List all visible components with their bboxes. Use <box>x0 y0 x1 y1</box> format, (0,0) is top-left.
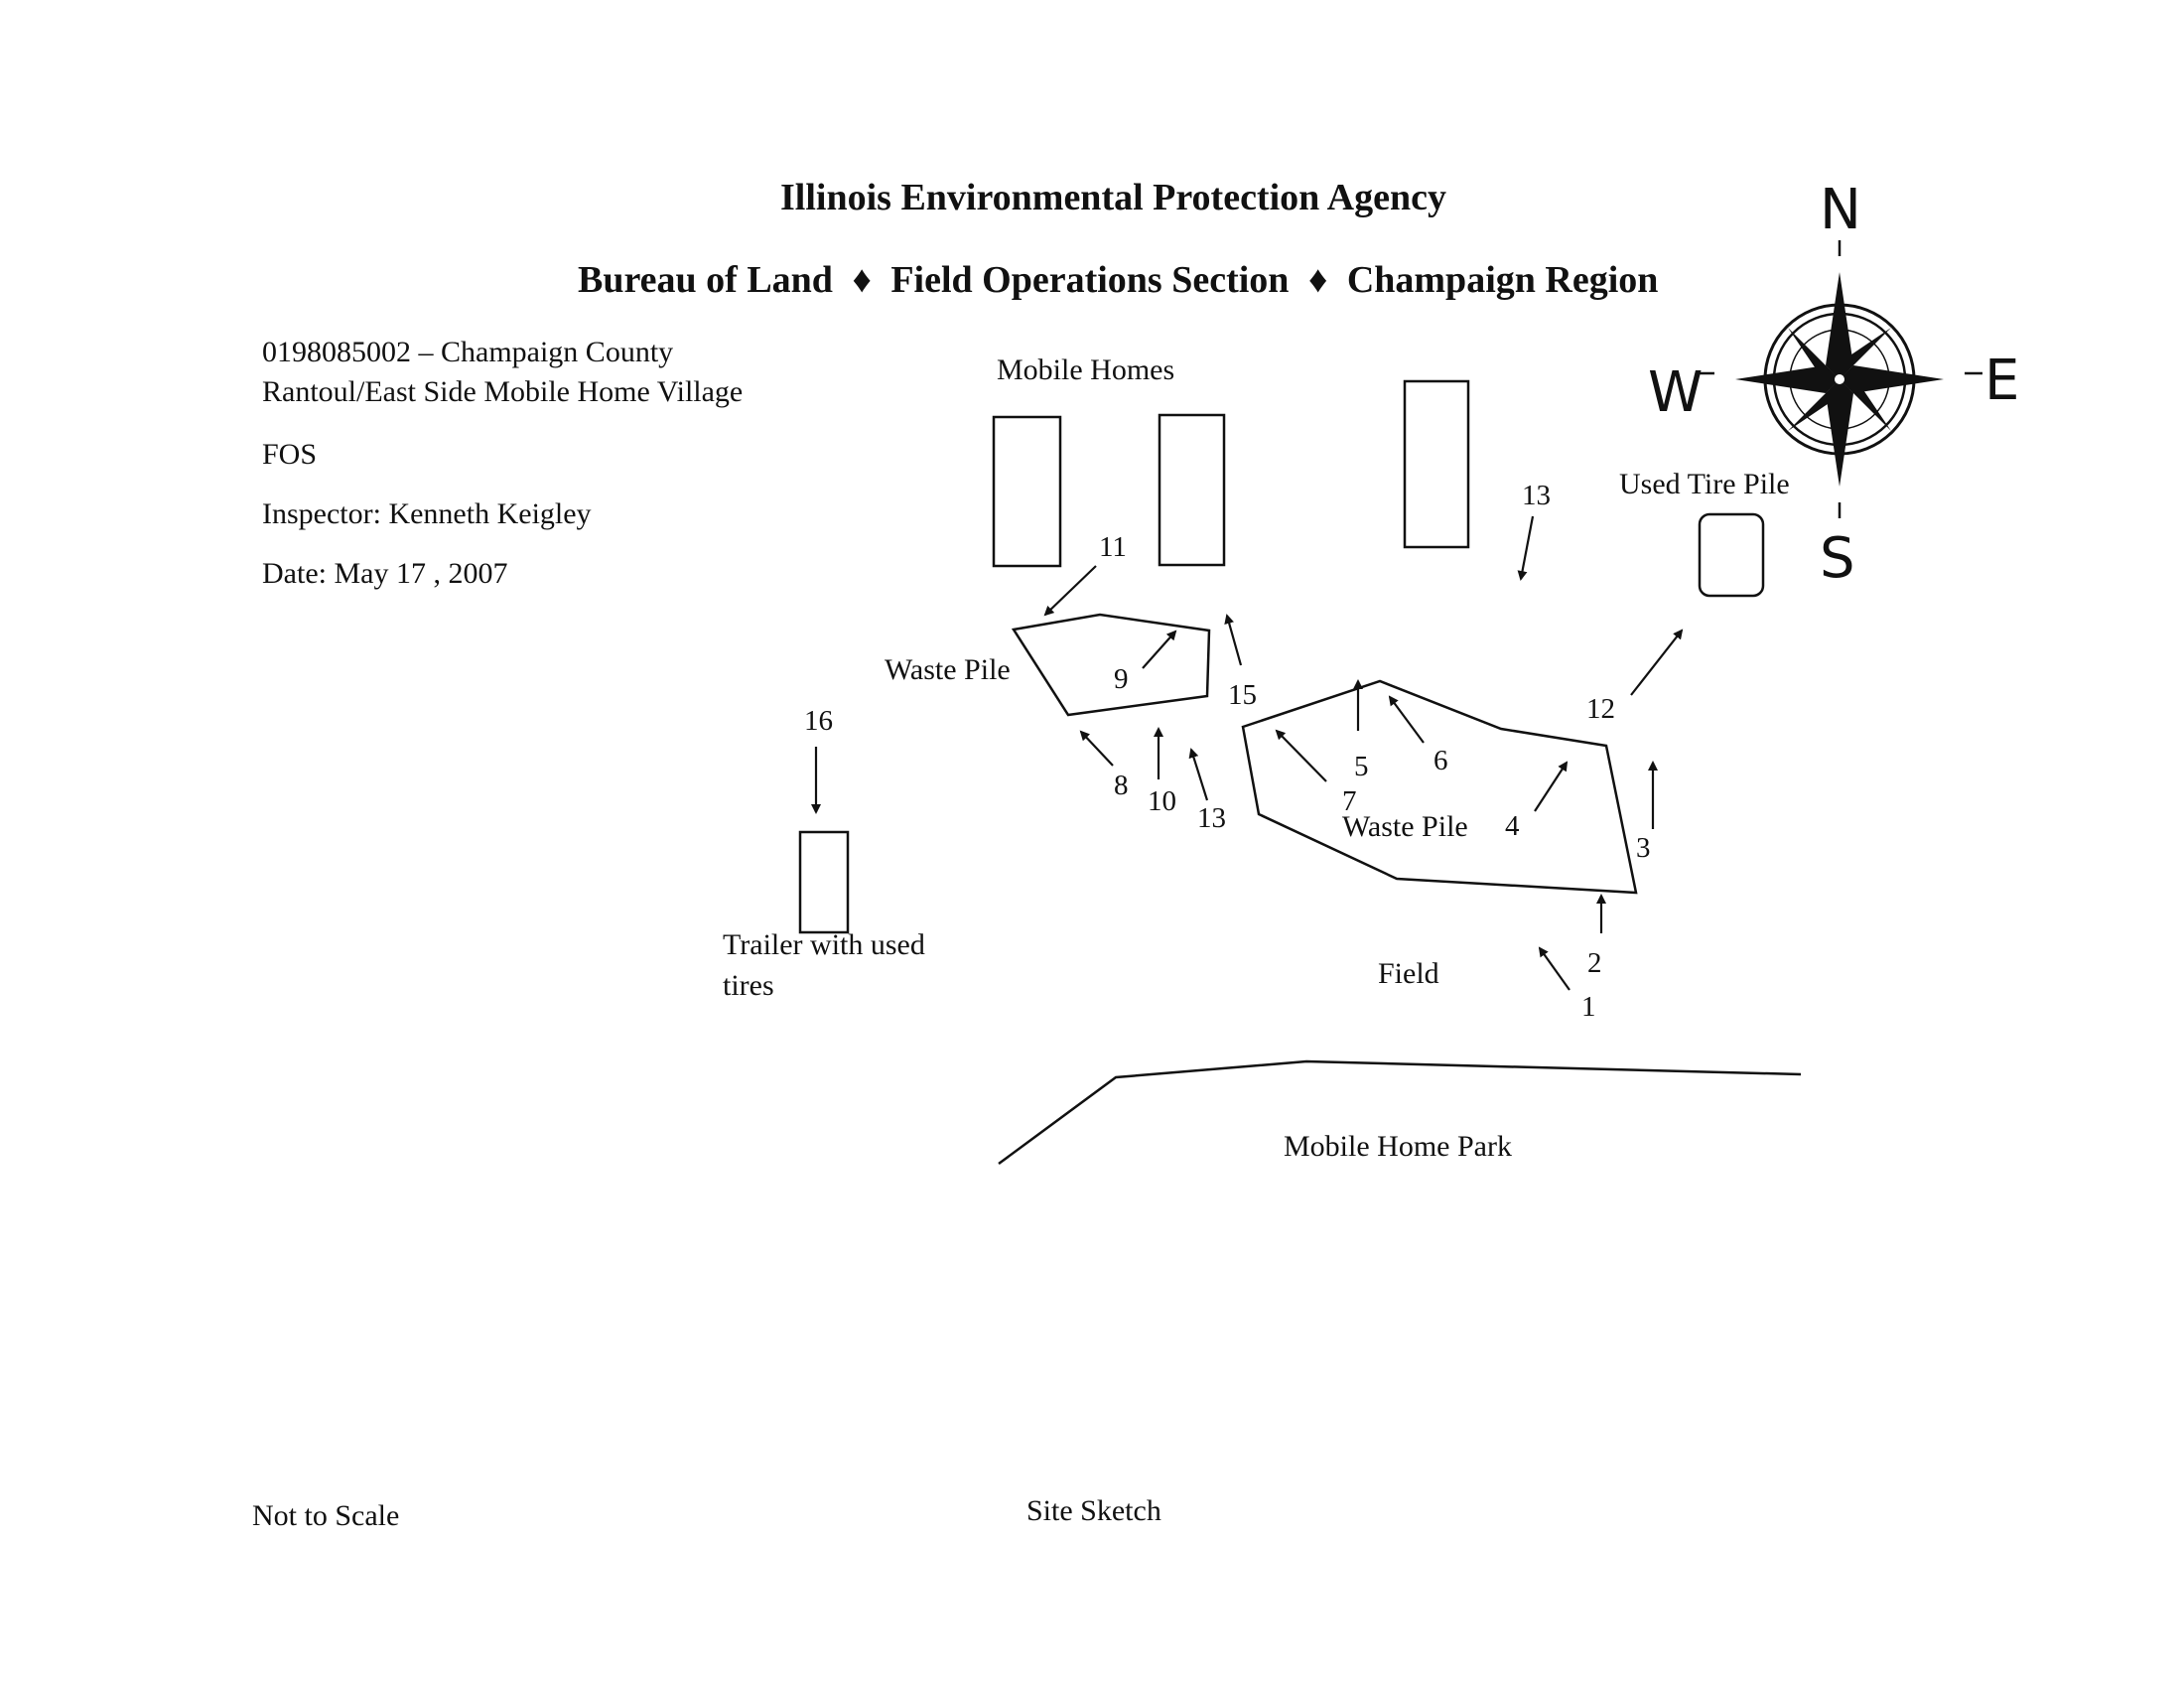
photo-number-10: 10 <box>1148 785 1176 817</box>
waste-pile-west-shape <box>1011 613 1211 717</box>
bureau-line: Bureau of Land ♦ Field Operations Sectio… <box>578 261 1658 299</box>
inspector: Inspector: Kenneth Keigley <box>262 497 592 530</box>
arrow-4 <box>1534 761 1569 812</box>
sketch-caption: Site Sketch <box>1026 1494 1161 1527</box>
compass-south: S <box>1820 526 1855 591</box>
arrow-9 <box>1142 630 1177 669</box>
photo-number-5: 5 <box>1354 751 1369 782</box>
arrow-6 <box>1388 695 1425 744</box>
mobile-home-3 <box>1403 379 1470 549</box>
photo-number-12: 12 <box>1586 693 1615 725</box>
compass-east: E <box>1984 349 2020 413</box>
photo-number-4: 4 <box>1505 810 1520 842</box>
photo-number-11: 11 <box>1099 531 1127 563</box>
arrow-1 <box>1538 946 1570 991</box>
label-mobile-home-park: Mobile Home Park <box>1284 1130 1512 1163</box>
arrow-8 <box>1079 730 1114 767</box>
separator-diamond: ♦ <box>1307 259 1328 301</box>
label-used-tire-pile: Used Tire Pile <box>1619 468 1790 500</box>
inspection-date: Date: May 17 , 2007 <box>262 557 508 590</box>
arrow-12 <box>1630 629 1684 696</box>
photo-number-8: 8 <box>1114 770 1129 801</box>
agency-title: Illinois Environmental Protection Agency <box>780 177 1446 218</box>
compass-north: N <box>1820 178 1861 242</box>
compass-rose <box>1697 240 1982 518</box>
photo-number-13b: 13 <box>1197 802 1226 834</box>
scale-note: Not to Scale <box>252 1499 400 1532</box>
arrow-13a <box>1517 515 1535 581</box>
separator-diamond: ♦ <box>852 259 872 301</box>
trailer-shape <box>798 830 850 934</box>
label-trailer-line1: Trailer with used <box>723 928 925 961</box>
photo-number-16: 16 <box>804 705 833 737</box>
photo-number-1: 1 <box>1581 991 1596 1023</box>
photo-number-3: 3 <box>1636 832 1651 864</box>
bureau-name: Bureau of Land <box>578 259 833 301</box>
park-boundary-line <box>998 1059 1802 1166</box>
section-name: Field Operations Section <box>890 259 1290 301</box>
mobile-home-2 <box>1158 413 1226 567</box>
arrow-11 <box>1043 565 1097 617</box>
label-waste-pile-east: Waste Pile <box>1342 810 1468 843</box>
photo-number-7: 7 <box>1342 785 1357 817</box>
photo-number-2: 2 <box>1587 947 1602 979</box>
region-name: Champaign Region <box>1346 259 1659 301</box>
photo-number-13a: 13 <box>1522 480 1551 511</box>
photo-number-15: 15 <box>1228 679 1257 711</box>
arrow-15 <box>1224 614 1243 666</box>
mobile-home-1 <box>992 415 1062 568</box>
label-field: Field <box>1378 957 1439 990</box>
waste-pile-east-shape <box>1241 679 1638 895</box>
label-trailer-line2: tires <box>723 969 774 1002</box>
site-name: Rantoul/East Side Mobile Home Village <box>262 375 744 408</box>
arrow-13b <box>1188 748 1209 801</box>
site-id: 0198085002 – Champaign County <box>262 336 674 368</box>
label-mobile-homes: Mobile Homes <box>997 353 1175 386</box>
photo-number-9: 9 <box>1114 663 1129 695</box>
program-code: FOS <box>262 438 318 471</box>
label-waste-pile-west: Waste Pile <box>885 653 1011 686</box>
photo-number-6: 6 <box>1433 745 1448 776</box>
arrow-7 <box>1275 729 1327 782</box>
used-tire-pile-shape <box>1698 512 1765 598</box>
compass-west: W <box>1648 360 1704 425</box>
